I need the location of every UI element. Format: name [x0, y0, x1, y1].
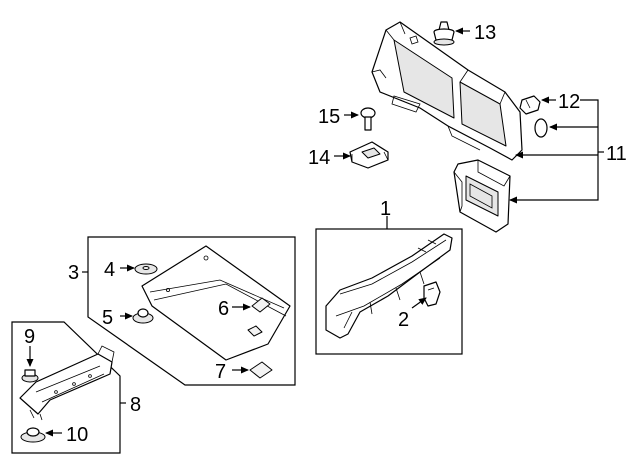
hook-part — [249, 361, 273, 379]
sill-trim-part — [325, 233, 453, 339]
tie-down-part — [251, 297, 271, 313]
spare-cover-part — [19, 345, 115, 421]
trim-clip-part — [519, 95, 541, 115]
callout-11: 11 — [606, 143, 627, 165]
group-box-3 — [87, 236, 296, 386]
callout-14: 14 — [308, 147, 330, 169]
plug-part — [534, 118, 548, 138]
leader-11-bracket — [578, 99, 599, 201]
callout-2: 2 — [398, 309, 409, 331]
retainer-bracket-part — [349, 141, 389, 169]
callout-13: 13 — [474, 22, 496, 44]
callout-1: 1 — [380, 198, 391, 220]
callout-10: 10 — [66, 424, 88, 446]
callout-7: 7 — [215, 361, 226, 383]
washer-part — [20, 427, 46, 443]
leader-2 — [411, 297, 427, 309]
group-box-1 — [315, 228, 463, 355]
retainer-nut-part — [21, 369, 39, 383]
bolt-part — [360, 107, 376, 131]
callout-4: 4 — [104, 259, 115, 281]
group-box-8 — [11, 321, 121, 454]
grommet-hole — [142, 266, 150, 270]
callout-9: 9 — [24, 326, 35, 348]
sill-clip-part — [423, 281, 441, 307]
callout-15: 15 — [318, 106, 340, 128]
callout-6: 6 — [218, 298, 229, 320]
callout-8: 8 — [130, 394, 141, 416]
callout-12: 12 — [558, 91, 580, 113]
bumper-part — [132, 308, 154, 324]
push-fastener-part — [433, 21, 455, 46]
callout-5: 5 — [102, 307, 113, 329]
callout-3: 3 — [68, 262, 79, 284]
label-part — [247, 325, 263, 337]
storage-pocket-part — [453, 159, 511, 233]
quarter-trim-panel-part — [371, 21, 523, 161]
